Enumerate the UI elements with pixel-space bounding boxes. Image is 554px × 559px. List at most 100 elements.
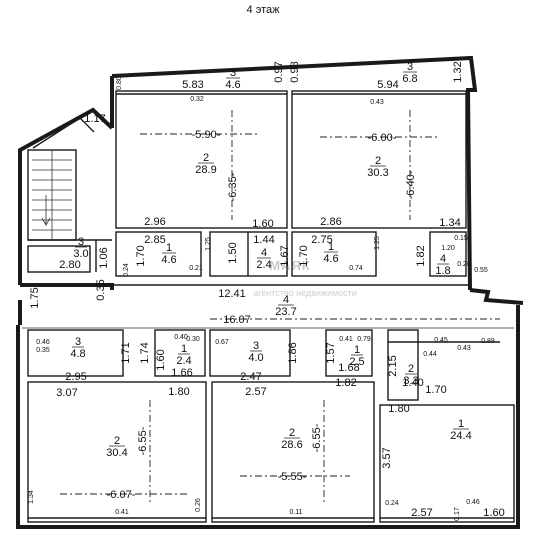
svg-text:23.7: 23.7	[275, 306, 296, 318]
dim-label: -6.55-	[137, 426, 149, 455]
small-dim: 0.46	[36, 339, 50, 346]
room-9: 33.0	[73, 236, 88, 260]
small-dim: 0.67	[215, 339, 229, 346]
dim-label: 5.83	[182, 79, 203, 91]
dim-label: 1.17	[84, 113, 105, 125]
dim-label: 1.50	[227, 242, 239, 263]
room-5: 14.6	[161, 242, 176, 266]
svg-text:2: 2	[203, 152, 209, 164]
svg-text:2.5: 2.5	[349, 356, 364, 368]
small-dim: 0.41	[115, 509, 129, 516]
dim-label: 1.68	[338, 362, 359, 374]
small-dim: 0.11	[289, 509, 302, 516]
svg-text:3.3: 3.3	[403, 375, 418, 387]
dim-label: 2.47	[240, 371, 261, 383]
svg-text:3: 3	[78, 236, 84, 248]
room-7: 14.6	[323, 241, 338, 265]
svg-text:1: 1	[166, 242, 172, 254]
room-2: 36.8	[402, 61, 417, 85]
dim-label: 1.25	[374, 236, 381, 250]
svg-text:2: 2	[375, 155, 381, 167]
dim-label: 2.96	[144, 216, 165, 228]
svg-text:3: 3	[75, 336, 81, 348]
room-labels: 34.6 36.8 228.9 230.3 14.6 42.4 14.6 41.…	[70, 61, 471, 459]
small-dim: 0.74	[349, 265, 363, 272]
dim-label: 0.80	[116, 76, 123, 90]
dim-label: 1.60	[483, 507, 504, 519]
dim-label: -5.55-	[278, 471, 307, 483]
dim-label: 1.70	[135, 245, 147, 266]
dim-label: -6.40-	[405, 170, 417, 199]
dimension-lines	[60, 110, 500, 505]
dim-label: 5.94	[377, 79, 398, 91]
svg-text:1.8: 1.8	[435, 265, 450, 277]
svg-text:1: 1	[181, 343, 187, 355]
svg-text:3: 3	[230, 67, 236, 79]
small-dim: 0.46	[466, 499, 480, 506]
dim-label: 0.97	[273, 61, 285, 82]
room-16: 230.4	[106, 435, 127, 459]
dim-label: 1.70	[425, 384, 446, 396]
room-15: 23.3	[403, 363, 418, 387]
svg-text:3: 3	[253, 340, 259, 352]
floor-title: 4 этаж	[247, 4, 281, 16]
room-1: 34.6	[225, 67, 240, 91]
small-dim: 0.17	[454, 507, 461, 521]
dim-label: 2.57	[411, 507, 432, 519]
room-8: 41.8	[435, 253, 450, 277]
small-dim: 0.44	[423, 351, 437, 358]
small-dim: 0.15	[454, 235, 468, 242]
small-dim: 0.20	[457, 261, 471, 268]
dim-label: 2.86	[320, 216, 341, 228]
dim-label: 1.40	[402, 377, 423, 389]
lower-block-walls	[22, 327, 515, 523]
svg-text:3: 3	[407, 61, 413, 73]
svg-text:4.8: 4.8	[70, 348, 85, 360]
svg-text:4: 4	[440, 253, 446, 265]
svg-text:2.4: 2.4	[256, 259, 271, 271]
small-dim: 0.43	[370, 99, 384, 106]
dim-label: 1.74	[139, 342, 151, 363]
small-dimension-labels: 0.32 0.43 0.15 0.24 0.21 0.74 0.20 0.46 …	[36, 96, 495, 521]
dim-label: 1.20	[441, 245, 455, 252]
dim-label: 1.80	[388, 403, 409, 415]
dim-label: -6.07-	[107, 489, 136, 501]
dim-label: 1.82	[335, 377, 356, 389]
svg-text:4.6: 4.6	[323, 253, 338, 265]
svg-text:2: 2	[408, 363, 414, 375]
room-6: 42.4	[256, 247, 271, 271]
small-dim: 0.79	[357, 336, 371, 343]
dim-label: 1.86	[287, 342, 299, 363]
room-12: 12.4	[176, 343, 191, 367]
room-13: 34.0	[248, 340, 263, 364]
dim-label: 1.57	[325, 342, 337, 363]
dim-label: -6.00-	[368, 132, 397, 144]
dim-label: 1.82	[415, 245, 427, 266]
svg-text:1: 1	[458, 418, 464, 430]
dim-label: 1.34	[439, 217, 460, 229]
svg-text:2: 2	[114, 435, 120, 447]
dim-label: 12.41	[218, 288, 246, 300]
room-3: 228.9	[195, 152, 216, 176]
svg-text:4: 4	[261, 247, 267, 259]
small-dim: 0.41	[339, 336, 353, 343]
dim-label: 1.32	[452, 61, 464, 82]
dim-label: 1.80	[168, 386, 189, 398]
dim-label: 1.70	[298, 245, 310, 266]
svg-text:3.0: 3.0	[73, 248, 88, 260]
dim-label: 0.55	[474, 267, 488, 274]
svg-text:4.6: 4.6	[225, 79, 240, 91]
svg-text:2: 2	[289, 427, 295, 439]
upper-block-walls	[27, 90, 470, 286]
small-dim: 0.24	[123, 263, 130, 277]
small-dim: 0.21	[189, 265, 203, 272]
small-dim: 0.40	[174, 334, 188, 341]
room-14: 12.5	[349, 344, 364, 368]
dim-label: 1.60	[252, 218, 273, 230]
svg-text:4: 4	[283, 294, 289, 306]
dim-label: 3.57	[381, 447, 393, 468]
dim-label: 2.57	[245, 386, 266, 398]
dim-label: 2.80	[59, 259, 80, 271]
